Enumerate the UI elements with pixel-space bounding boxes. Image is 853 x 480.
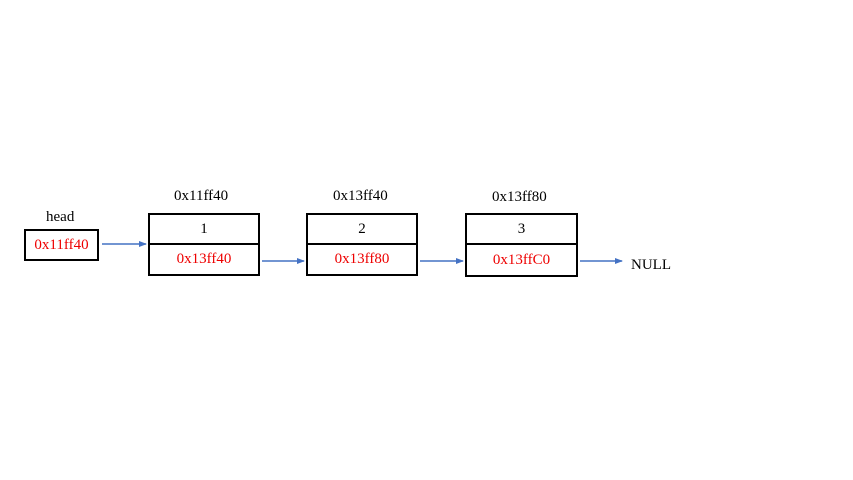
node-3-divider: [467, 243, 576, 245]
head-pointer-box: 0x11ff40: [24, 229, 99, 261]
node-2: 2 0x13ff80: [306, 213, 418, 276]
node-1-divider: [150, 243, 258, 245]
node-1-data: 1: [200, 220, 208, 237]
head-pointer-value: 0x11ff40: [34, 236, 89, 253]
node-3-address: 0x13ff80: [492, 189, 547, 205]
node-2-next: 0x13ff80: [334, 251, 390, 267]
node-3: 3 0x13ffC0: [465, 213, 578, 277]
node-2-divider: [308, 243, 416, 245]
node-2-address: 0x13ff40: [333, 188, 388, 204]
node-2-data: 2: [358, 220, 366, 237]
null-terminator: NULL: [631, 257, 671, 273]
node-3-data: 3: [517, 220, 526, 237]
node-1-next: 0x13ff40: [176, 251, 232, 267]
node-1: 1 0x13ff40: [148, 213, 260, 276]
node-3-next: 0x13ffC0: [492, 251, 551, 268]
head-label: head: [46, 209, 75, 225]
node-1-address: 0x11ff40: [174, 188, 229, 204]
